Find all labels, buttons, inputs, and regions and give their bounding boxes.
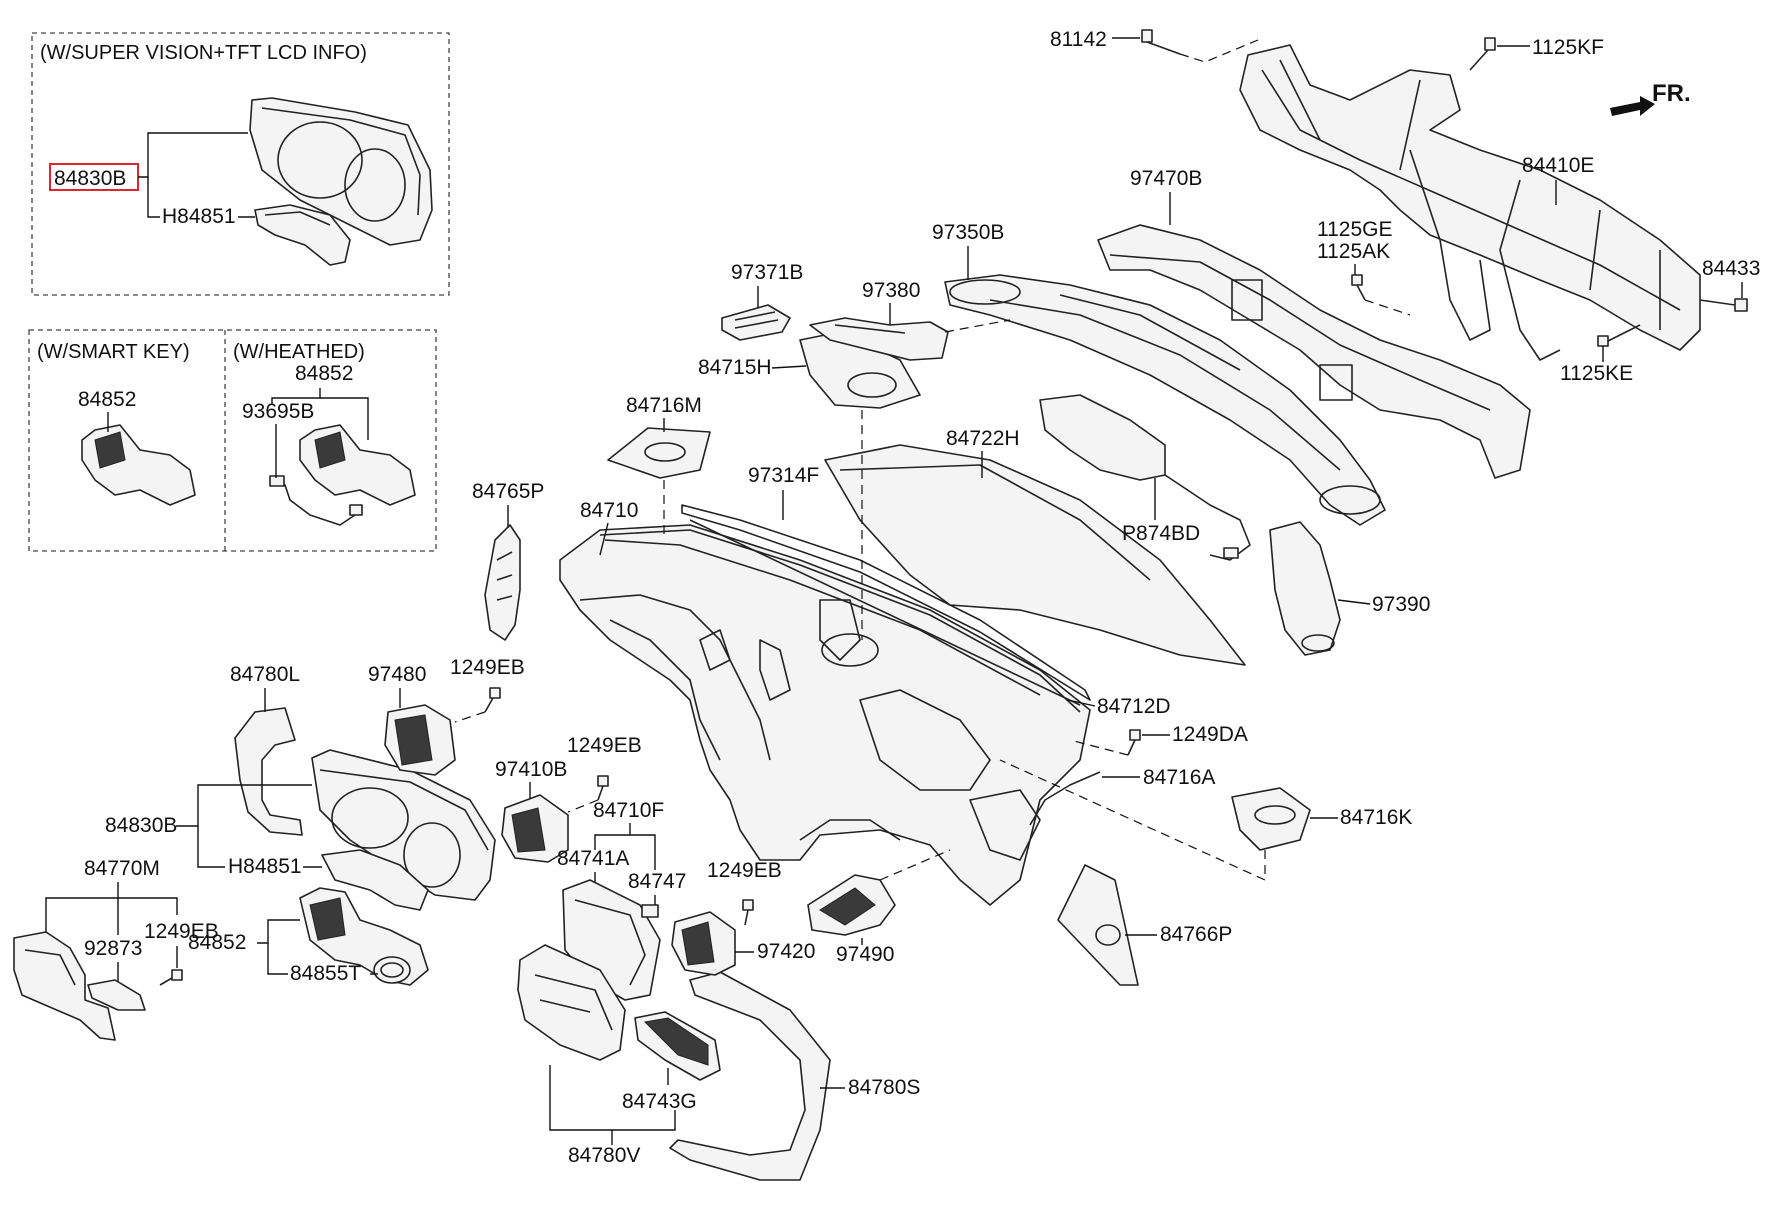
part-label-P874BD[interactable]: P874BD [1122,522,1200,545]
part-label-1249EB-b[interactable]: 1249EB [567,734,642,757]
part-label-84710F[interactable]: 84710F [593,799,664,822]
part-label-97371B[interactable]: 97371B [731,261,803,284]
part-label-84780L[interactable]: 84780L [230,663,300,686]
rear-duct-97390-drawing [1269,521,1341,656]
part-label-84852-heathed[interactable]: 84852 [295,362,353,385]
part-label-97380[interactable]: 97380 [862,279,920,302]
part-label-84852[interactable]: 84852 [188,931,246,954]
bracket-P874BD-drawing [1039,394,1251,561]
vent-97420-drawing [671,911,736,976]
part-label-1125GE[interactable]: 1125GE [1317,218,1393,241]
bolt-81142-drawing [1141,29,1181,55]
part-label-97480[interactable]: 97480 [368,663,426,686]
audio-panel-84780V-drawing [517,944,626,1061]
part-label-97350B[interactable]: 97350B [932,221,1004,244]
part-label-97490[interactable]: 97490 [836,943,894,966]
part-label-84433[interactable]: 84433 [1702,257,1760,280]
side-cover-84765P-drawing [484,524,521,641]
lower-panel-84770M-drawing [13,931,116,1041]
side-duct-97470B-drawing [1097,224,1531,479]
speaker-grille-84716K-drawing [1231,787,1311,851]
trim-84716A-drawing [1029,771,1101,826]
bolt-1249DA-drawing [1127,729,1141,756]
part-label-84712D[interactable]: 84712D [1097,695,1171,718]
part-label-93695B[interactable]: 93695B [242,400,314,423]
part-label-H84851[interactable]: H84851 [228,855,302,878]
bolt-1249EB-d-drawing [159,969,183,986]
vent-97490-drawing [807,874,896,936]
part-label-97420[interactable]: 97420 [757,940,815,963]
part-label-84770M[interactable]: 84770M [84,857,160,880]
option-box-smart-key-heathed [28,329,437,552]
defroster-strip-drawing [681,504,1091,706]
option-box-super-vision [31,32,450,296]
part-label-84716M[interactable]: 84716M [626,394,702,417]
facia-84780L-drawing [234,707,303,836]
part-label-1249EB-c[interactable]: 1249EB [707,859,782,882]
part-label-84780S[interactable]: 84780S [848,1076,920,1099]
front-direction-arrow-icon [1610,96,1655,116]
bolt-1125GE-drawing [1351,274,1366,301]
cowl-cross-bar-84410E-drawing [1239,44,1701,361]
part-label-H84851-top[interactable]: H84851 [162,205,236,228]
group-title-smart-key: (W/SMART KEY) [37,341,190,363]
bolt-1125KF-drawing [1469,37,1496,71]
cluster-facia-option-drawing [249,97,433,266]
part-label-84743G[interactable]: 84743G [622,1090,697,1113]
crash-pad-84710-drawing [559,524,1091,906]
speaker-grille-84716M-drawing [607,427,711,479]
smart-key-shroud-drawing [81,424,196,506]
part-label-84716A[interactable]: 84716A [1143,766,1215,789]
part-label-84410E[interactable]: 84410E [1522,154,1594,177]
part-label-84747[interactable]: 84747 [628,870,686,893]
bolt-1249EB-b-drawing [597,775,609,801]
part-label-84741A[interactable]: 84741A [557,847,629,870]
part-label-84852-smart-key[interactable]: 84852 [78,388,136,411]
part-label-1125KE[interactable]: 1125KE [1560,362,1633,385]
vent-grille-97371B-drawing [721,304,791,341]
cluster-facia-84830B-drawing [311,749,496,901]
lower-cover-H84851-drawing [321,849,429,911]
part-label-84830B-top[interactable]: 84830B [54,167,126,190]
cover-84766P-drawing [1057,864,1139,986]
part-label-1249DA[interactable]: 1249DA [1172,723,1248,746]
group-title-heathed: (W/HEATHED) [233,341,365,363]
heathed-shroud-drawing [269,424,416,526]
part-label-84710[interactable]: 84710 [580,499,638,522]
part-label-84830B[interactable]: 84830B [105,814,177,837]
part-label-1125AK[interactable]: 1125AK [1317,240,1390,263]
group-title-super-vision: (W/SUPER VISION+TFT LCD INFO) [40,42,367,64]
part-label-84766P[interactable]: 84766P [1160,923,1232,946]
part-label-1249EB-a[interactable]: 1249EB [450,656,525,679]
bolt-1249EB-a-drawing [484,687,501,713]
facia-84780S-drawing [669,971,831,1181]
main-duct-97350B-drawing [944,274,1386,526]
bracket-92873-drawing [87,979,146,1011]
part-label-84722H[interactable]: 84722H [946,427,1020,450]
part-label-1125KF[interactable]: 1125KF [1532,36,1604,59]
part-label-81142[interactable]: 81142 [1050,28,1107,51]
part-label-92873[interactable]: 92873 [84,937,142,960]
vent-97480-drawing [384,704,456,776]
upper-pad-84722H-drawing [824,444,1246,666]
part-label-84780V[interactable]: 84780V [568,1144,640,1167]
bolt-1125KE-drawing [1597,324,1641,347]
tray-84743G-drawing [634,1011,721,1081]
part-label-84765P[interactable]: 84765P [472,480,544,503]
bolt-84433-drawing [1699,298,1748,312]
bolt-1249EB-c-drawing [742,899,754,926]
part-label-84855T[interactable]: 84855T [290,962,361,985]
front-direction-label: FR. [1652,80,1691,107]
part-label-84715H[interactable]: 84715H [698,356,772,379]
part-label-97390[interactable]: 97390 [1372,593,1430,616]
part-label-97470B[interactable]: 97470B [1130,167,1202,190]
part-label-1249EB-d[interactable]: 1249EB [144,920,219,943]
vent-97410B-drawing [501,794,569,863]
part-label-97410B[interactable]: 97410B [495,758,567,781]
part-label-84716K[interactable]: 84716K [1340,806,1412,829]
duct-97380-drawing [809,317,949,361]
part-label-97314F[interactable]: 97314F [748,464,819,487]
ring-84855T-drawing [373,956,411,984]
